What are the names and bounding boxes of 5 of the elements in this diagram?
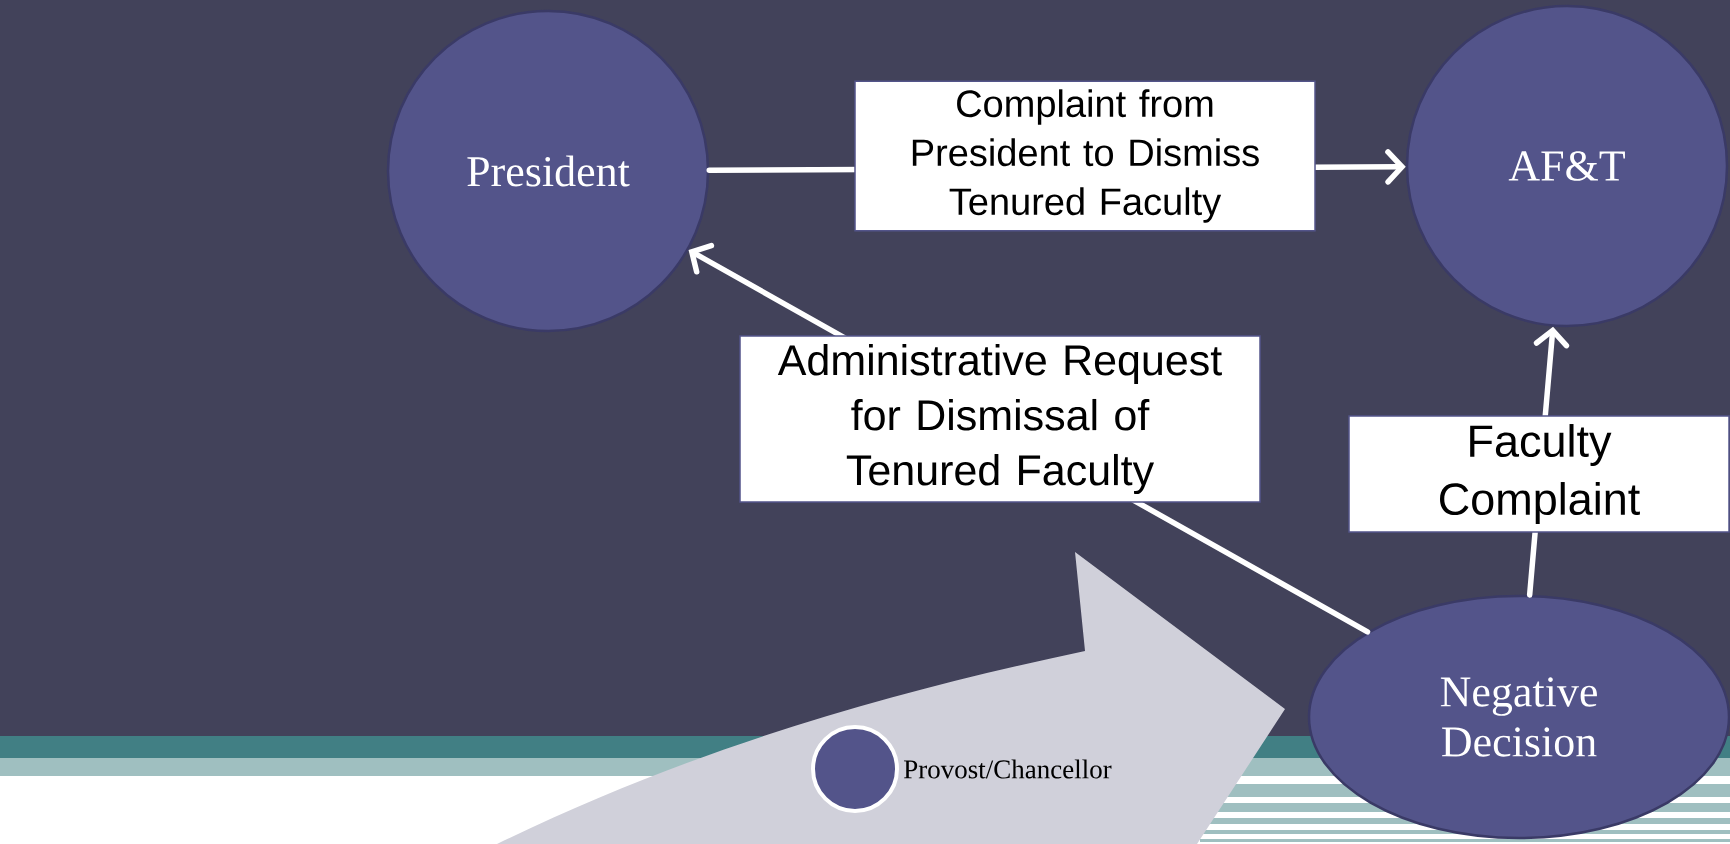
edge-label: Administrative Request for Dismissal of Tenured Faculty xyxy=(739,335,1261,503)
edge-label: Faculty Complaint xyxy=(1348,415,1730,533)
bullet-circle xyxy=(811,725,899,813)
edge-label: Complaint from President to Dismiss Tenured Faculty xyxy=(854,80,1316,232)
node-caption: Provost/Chancellor xyxy=(904,759,1112,779)
